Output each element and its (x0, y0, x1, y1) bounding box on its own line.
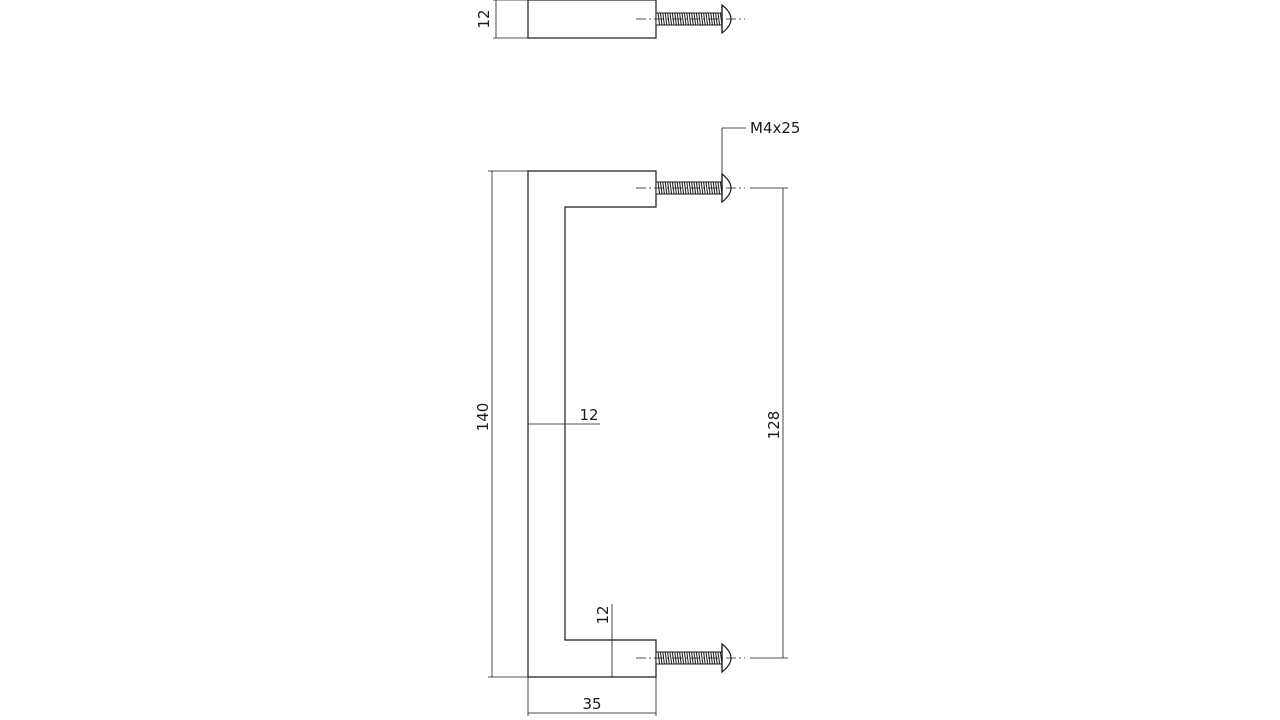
overall-length-label: 140 (474, 403, 492, 432)
thread-stroke (669, 12, 673, 26)
thread-stroke (681, 651, 685, 665)
projection-label: 35 (582, 695, 601, 713)
top-view-width-label: 12 (475, 9, 493, 28)
thread-stroke (705, 651, 709, 665)
thread-stroke (700, 181, 704, 195)
bar-thickness-label: 12 (579, 406, 598, 424)
thread-stroke (664, 12, 668, 26)
hole-spacing-label: 128 (765, 411, 783, 440)
thread-stroke (705, 181, 709, 195)
thread-stroke (681, 181, 685, 195)
thread-stroke (664, 651, 668, 665)
leg-thickness-label: 12 (594, 605, 612, 624)
front-view: M4x25 140 128 12 12 35 (474, 119, 800, 716)
thread-stroke (681, 12, 685, 26)
screw-callout-leader (721, 127, 746, 178)
thread-stroke (669, 651, 673, 665)
thread-stroke (717, 181, 721, 195)
screw-callout-label: M4x25 (750, 119, 800, 137)
thread-stroke (717, 12, 721, 26)
thread-stroke (686, 12, 689, 26)
thread-stroke (669, 181, 673, 195)
thread-stroke (705, 12, 709, 26)
thread-stroke (664, 181, 668, 195)
thread-stroke (686, 651, 689, 665)
thread-stroke (686, 181, 689, 195)
top-view: 12 (475, 0, 745, 39)
thread-stroke (700, 651, 704, 665)
thread-stroke (700, 12, 704, 26)
thread-stroke (717, 651, 721, 665)
